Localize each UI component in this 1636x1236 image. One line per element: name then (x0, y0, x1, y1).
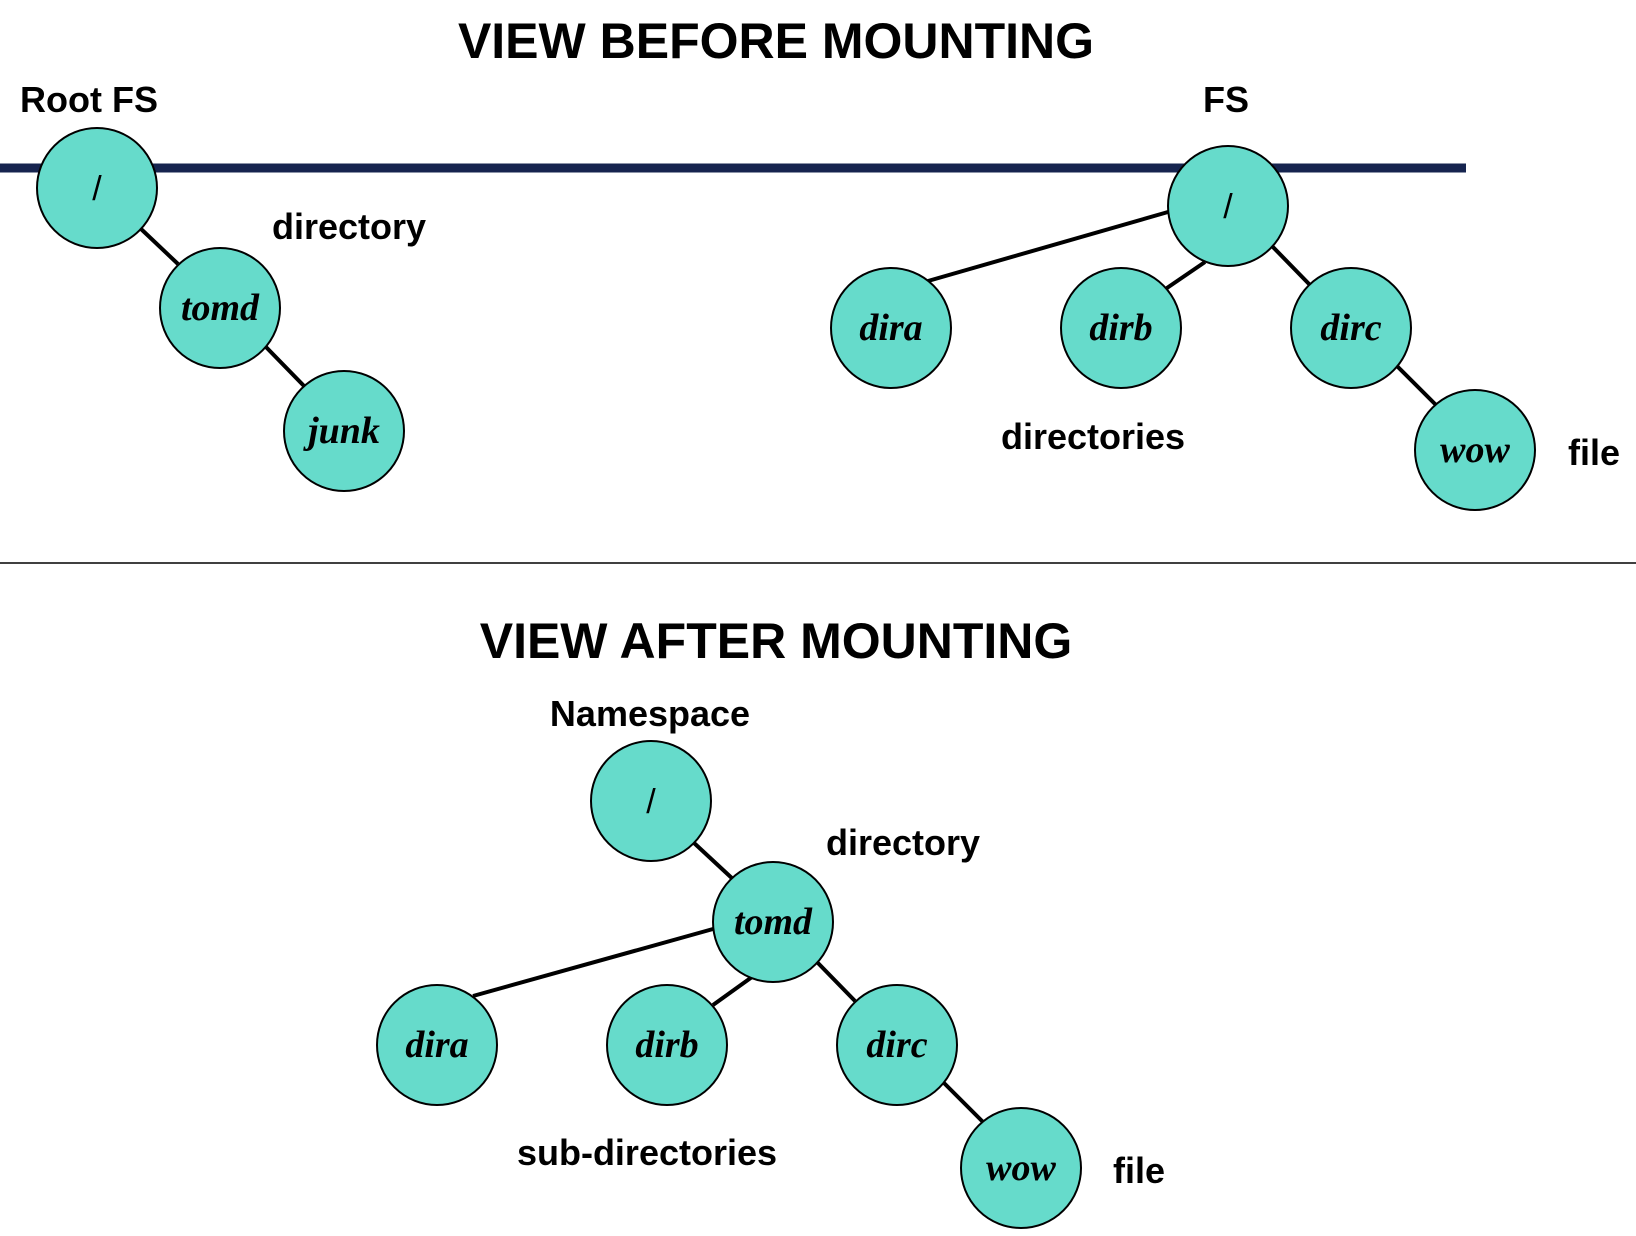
root-fs-label: Root FS (20, 79, 158, 120)
edge-fsroot-dirc (1269, 243, 1312, 287)
node-label: dirb (635, 1024, 698, 1066)
dirc-node: dirc (1290, 267, 1412, 389)
before-heading: VIEW BEFORE MOUNTING (458, 13, 1094, 69)
node-label: tomd (181, 287, 260, 329)
file-label: file (1113, 1150, 1165, 1191)
node-label: dirb (1089, 307, 1152, 349)
edge-dirc-wow (1395, 364, 1439, 408)
dirb-node: dirb (606, 984, 728, 1106)
node-label: dirc (866, 1024, 927, 1066)
node-label: / (646, 783, 656, 821)
node-label: junk (303, 410, 380, 452)
edge-tomd-junk (263, 344, 307, 389)
node-label: dira (405, 1024, 468, 1066)
directories-label: directories (1001, 416, 1185, 457)
edge-tomd-dira (472, 927, 714, 998)
edge-tomd-dirb (711, 975, 754, 1007)
dirc-node: dirc (836, 984, 958, 1106)
namespace-root-node: / (590, 740, 712, 862)
wow-node: wow (960, 1107, 1082, 1229)
namespace-label: Namespace (550, 693, 750, 734)
node-label: dira (859, 307, 922, 349)
wow-node: wow (1414, 389, 1536, 511)
node-label: wow (1440, 429, 1510, 471)
tomd-node: tomd (159, 247, 281, 369)
edge-fsroot-dira (927, 210, 1169, 283)
tomd-mount-node: tomd (712, 861, 834, 983)
edge-tomd-dirc (814, 959, 857, 1003)
dirb-node: dirb (1060, 267, 1182, 389)
after-heading: VIEW AFTER MOUNTING (480, 613, 1073, 669)
subdirectories-label: sub-directories (517, 1132, 777, 1173)
junk-node: junk (283, 370, 405, 492)
dira-node: dira (376, 984, 498, 1106)
fs-label: FS (1203, 79, 1249, 120)
edge-dirc-wow (941, 1080, 985, 1124)
edge-root-tomd (691, 840, 737, 883)
node-label: / (1223, 188, 1233, 226)
fs-root-node: / (1167, 145, 1289, 267)
node-label: dirc (1320, 307, 1381, 349)
file-label: file (1568, 432, 1620, 473)
edge-fsroot-dirb (1162, 260, 1207, 292)
directory-label: directory (272, 206, 426, 247)
root-fs-root-node: / (36, 127, 158, 249)
dira-node: dira (830, 267, 952, 389)
directory-label: directory (826, 822, 980, 863)
node-label: tomd (734, 901, 813, 943)
node-label: wow (986, 1147, 1056, 1189)
edge-root-tomd (138, 226, 180, 266)
node-label: / (92, 170, 102, 208)
